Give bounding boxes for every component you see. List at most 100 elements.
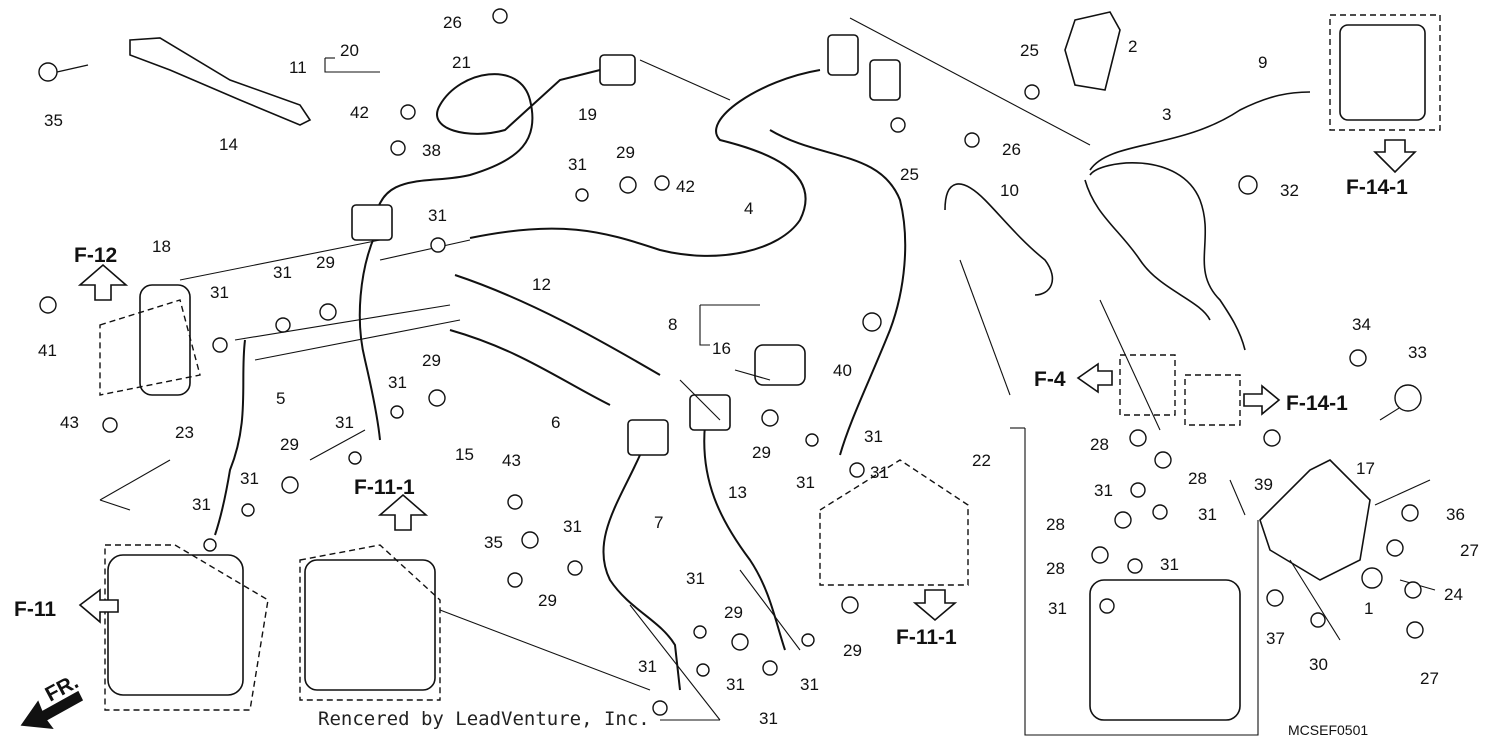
diagram-code: MCSEF0501 bbox=[1288, 722, 1369, 738]
washer-31m bbox=[762, 660, 778, 676]
washer-31f bbox=[348, 451, 362, 465]
bolt-35-head bbox=[38, 62, 58, 82]
callout-19: 19 bbox=[578, 105, 597, 124]
callout-31r: 31 bbox=[1094, 481, 1113, 500]
bolt-27b-head bbox=[1406, 621, 1424, 639]
box-delay-valve bbox=[1329, 14, 1441, 131]
callout-32: 32 bbox=[1280, 181, 1299, 200]
hose-13 bbox=[703, 424, 786, 651]
ref-f111-left: F-11-1 bbox=[354, 476, 415, 499]
callout-26: 26 bbox=[443, 13, 462, 32]
bolt-29h-head bbox=[761, 409, 779, 427]
bolt-41-head bbox=[39, 296, 57, 314]
callout-29: 29 bbox=[616, 143, 635, 162]
bolt-29f-head bbox=[731, 633, 749, 651]
callout-28d: 28 bbox=[1046, 559, 1065, 578]
bracket-17 bbox=[1259, 459, 1371, 581]
callout-9: 9 bbox=[1258, 53, 1267, 72]
callout-40: 40 bbox=[833, 361, 852, 380]
arrow-f12 bbox=[77, 263, 129, 301]
bolt-28c-head bbox=[1114, 511, 1132, 529]
bolt-28d-head bbox=[1091, 546, 1109, 564]
bolt-29c-head bbox=[428, 389, 446, 407]
bolt-43-head bbox=[102, 417, 118, 433]
arrow-f111-right bbox=[912, 589, 958, 622]
callout-11: 11 bbox=[289, 58, 307, 77]
bolt-37-head bbox=[1266, 589, 1284, 607]
callout-29d: 29 bbox=[280, 435, 299, 454]
brake-hoses bbox=[214, 69, 907, 691]
bolt-29g-head bbox=[841, 596, 859, 614]
cover-2 bbox=[1064, 11, 1121, 91]
callout-31d: 31 bbox=[273, 263, 292, 282]
bolt-27a-head bbox=[1386, 539, 1404, 557]
ref-f4: F-4 bbox=[1034, 368, 1066, 391]
arrow-f4 bbox=[1076, 362, 1113, 394]
washer-31a bbox=[575, 188, 589, 202]
joint-16 bbox=[754, 344, 806, 386]
callout-27a: 27 bbox=[1460, 541, 1479, 560]
callout-38: 38 bbox=[422, 141, 441, 160]
callout-24: 24 bbox=[1444, 585, 1463, 604]
callout-3: 3 bbox=[1162, 105, 1171, 124]
callout-34: 34 bbox=[1352, 315, 1371, 334]
callout-27b: 27 bbox=[1420, 669, 1439, 688]
callout-31g: 31 bbox=[240, 469, 259, 488]
callout-31k: 31 bbox=[638, 657, 657, 676]
bolt-35b-head bbox=[507, 572, 523, 588]
washer-31p bbox=[849, 462, 865, 478]
bolt-28a-head bbox=[1129, 429, 1147, 447]
pipe-3b bbox=[1084, 179, 1211, 321]
washer-31b bbox=[430, 237, 446, 253]
bolt-25-head bbox=[890, 117, 906, 133]
callout-6: 6 bbox=[551, 413, 560, 432]
pipe-9 bbox=[1089, 91, 1311, 171]
bolt-26b-head bbox=[964, 132, 980, 148]
ref-f12: F-12 bbox=[74, 244, 117, 267]
callout-31f: 31 bbox=[335, 413, 354, 432]
callout-42: 42 bbox=[350, 103, 369, 122]
washer-31k bbox=[652, 700, 668, 716]
callout-31p: 31 bbox=[864, 427, 883, 446]
callout-15: 15 bbox=[455, 445, 474, 464]
reference-arrows bbox=[20, 139, 1417, 729]
hose-12 bbox=[454, 274, 661, 376]
callout-31l: 31 bbox=[726, 675, 745, 694]
hose-6 bbox=[449, 329, 611, 406]
bracket-14 bbox=[129, 37, 312, 126]
washer-31q bbox=[1130, 482, 1146, 498]
callout-37: 37 bbox=[1266, 629, 1285, 648]
callout-43b: 43 bbox=[502, 451, 521, 470]
hose-upper-left bbox=[374, 69, 601, 223]
ref-f11: F-11 bbox=[14, 598, 56, 621]
callout-35: 35 bbox=[44, 111, 63, 130]
washer-31s bbox=[1127, 558, 1143, 574]
bolt-34-head bbox=[1349, 349, 1367, 367]
bolt-38-head bbox=[390, 140, 406, 156]
ref-f141-top: F-14-1 bbox=[1346, 176, 1408, 199]
leader-lines bbox=[99, 17, 1436, 736]
callout-41: 41 bbox=[38, 341, 57, 360]
box-joint-18 bbox=[99, 299, 201, 396]
joint-center-a bbox=[627, 419, 669, 456]
pipe-3 bbox=[1089, 162, 1246, 351]
callout-30: 30 bbox=[1309, 655, 1328, 674]
callout-29c: 29 bbox=[422, 351, 441, 370]
joint-upper-c bbox=[599, 54, 636, 86]
bolt-40-head bbox=[862, 312, 882, 332]
joint-left bbox=[351, 204, 393, 241]
washer-31e bbox=[390, 405, 404, 419]
part-32 bbox=[1238, 175, 1258, 195]
callout-29f: 29 bbox=[724, 603, 743, 622]
callout-2: 2 bbox=[1128, 37, 1137, 56]
callout-31u: 31 bbox=[1048, 599, 1067, 618]
fasteners bbox=[38, 8, 1424, 716]
hose-8 bbox=[769, 129, 907, 456]
callout-31i: 31 bbox=[563, 517, 582, 536]
callout-25b: 25 bbox=[900, 165, 919, 184]
callout-17: 17 bbox=[1356, 459, 1375, 478]
joint-upper-b bbox=[869, 59, 901, 101]
callout-43: 43 bbox=[60, 413, 79, 432]
pipe-10 bbox=[944, 183, 1054, 296]
callout-5: 5 bbox=[276, 389, 285, 408]
